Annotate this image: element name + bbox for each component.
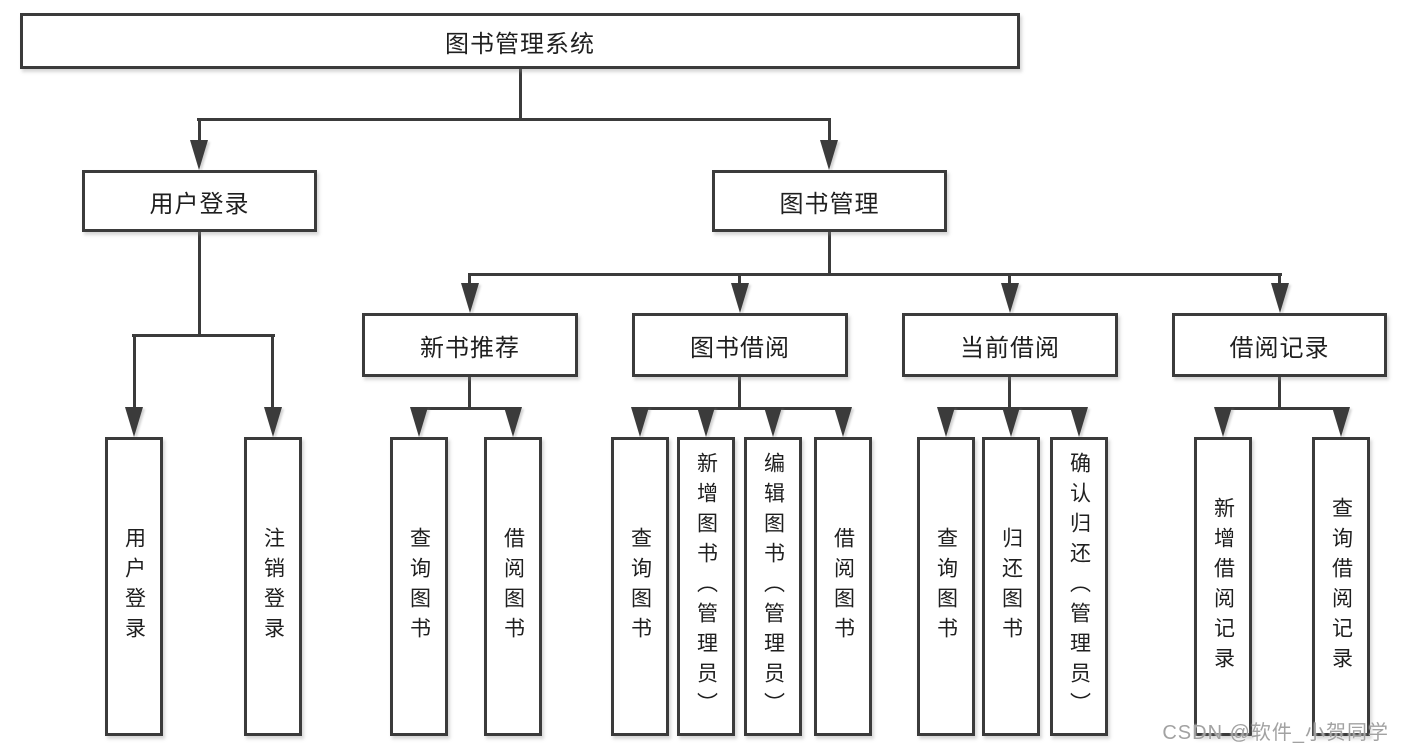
arrow-down-icon <box>697 407 715 437</box>
node-query-books-recommend: 查询图书 <box>390 437 448 736</box>
node-label: 查询图书 <box>934 526 958 647</box>
connector-line <box>738 377 741 410</box>
node-query-books-current: 查询图书 <box>917 437 975 736</box>
connector-line <box>828 118 831 142</box>
connector-line <box>132 334 275 337</box>
arrow-down-icon <box>764 407 782 437</box>
node-add-books-admin: 新增图书（管理员） <box>677 437 735 736</box>
arrow-down-icon <box>1271 283 1289 313</box>
connector-line <box>1278 377 1281 410</box>
connector-line <box>197 118 831 121</box>
arrow-down-icon <box>1332 407 1350 437</box>
arrow-down-icon <box>461 283 479 313</box>
csdn-watermark: CSDN @软件_小贺同学 <box>1162 722 1389 744</box>
connector-line <box>1008 273 1011 287</box>
node-label: 借阅图书 <box>831 526 855 647</box>
connector-line <box>738 273 741 287</box>
connector-line <box>828 232 831 275</box>
connector-line <box>133 334 136 409</box>
node-book-borrowing: 图书借阅 <box>632 313 848 377</box>
arrow-down-icon <box>504 407 522 437</box>
node-label: 新增图书（管理员） <box>694 451 718 722</box>
arrow-down-icon <box>410 407 428 437</box>
node-user-login: 用户登录 <box>82 170 317 232</box>
node-current-borrowing: 当前借阅 <box>902 313 1118 377</box>
arrow-down-icon <box>125 407 143 437</box>
arrow-down-icon <box>937 407 955 437</box>
node-borrowing-records: 借阅记录 <box>1172 313 1387 377</box>
node-label: 图书管理 <box>779 190 880 218</box>
node-label: 当前借阅 <box>960 334 1060 362</box>
node-label: 图书管理系统 <box>445 30 595 58</box>
connector-line <box>1008 377 1011 410</box>
node-label: 借阅记录 <box>1229 334 1330 362</box>
node-add-borrow-record: 新增借阅记录 <box>1194 437 1252 736</box>
node-label: 查询图书 <box>628 526 652 647</box>
arrow-down-icon <box>731 283 749 313</box>
arrow-down-icon <box>834 407 852 437</box>
node-confirm-return-admin: 确认归还（管理员） <box>1050 437 1108 736</box>
arrow-down-icon <box>1070 407 1088 437</box>
arrow-down-icon <box>190 140 208 170</box>
connector-line <box>638 407 845 410</box>
node-label: 查询借阅记录 <box>1329 496 1353 677</box>
node-label: 注销登录 <box>261 526 285 647</box>
arrow-down-icon <box>264 407 282 437</box>
node-label: 图书借阅 <box>690 334 790 362</box>
arrow-down-icon <box>1214 407 1232 437</box>
node-query-borrow-record: 查询借阅记录 <box>1312 437 1370 736</box>
node-book-management: 图书管理 <box>712 170 947 232</box>
node-label: 归还图书 <box>999 526 1023 647</box>
connector-line <box>468 377 471 410</box>
node-label: 新增借阅记录 <box>1211 496 1235 677</box>
connector-line <box>519 67 522 120</box>
node-new-book-recommendation: 新书推荐 <box>362 313 578 377</box>
connector-line <box>468 273 471 287</box>
node-user-login-leaf: 用户登录 <box>105 437 163 736</box>
arrow-down-icon <box>1002 407 1020 437</box>
node-query-books-borrowing: 查询图书 <box>611 437 669 736</box>
connector-line <box>1278 273 1281 287</box>
connector-line <box>198 118 201 142</box>
connector-line <box>468 273 1282 276</box>
node-label: 借阅图书 <box>501 526 525 647</box>
node-borrow-books-recommend: 借阅图书 <box>484 437 542 736</box>
node-edit-books-admin: 编辑图书（管理员） <box>744 437 802 736</box>
node-label: 用户登录 <box>122 526 146 647</box>
node-label: 用户登录 <box>149 190 250 218</box>
node-label: 查询图书 <box>407 526 431 647</box>
node-label: 新书推荐 <box>420 334 520 362</box>
arrow-down-icon <box>1001 283 1019 313</box>
node-label: 确认归还（管理员） <box>1067 451 1091 722</box>
node-borrow-books-borrowing: 借阅图书 <box>814 437 872 736</box>
connector-line <box>198 232 201 336</box>
arrow-down-icon <box>820 140 838 170</box>
node-label: 编辑图书（管理员） <box>761 451 785 722</box>
connector-line <box>271 334 274 409</box>
node-return-books: 归还图书 <box>982 437 1040 736</box>
node-library-management-system: 图书管理系统 <box>20 13 1020 69</box>
connector-line <box>417 407 516 410</box>
connector-line <box>1221 407 1343 410</box>
node-logout-login: 注销登录 <box>244 437 302 736</box>
arrow-down-icon <box>631 407 649 437</box>
